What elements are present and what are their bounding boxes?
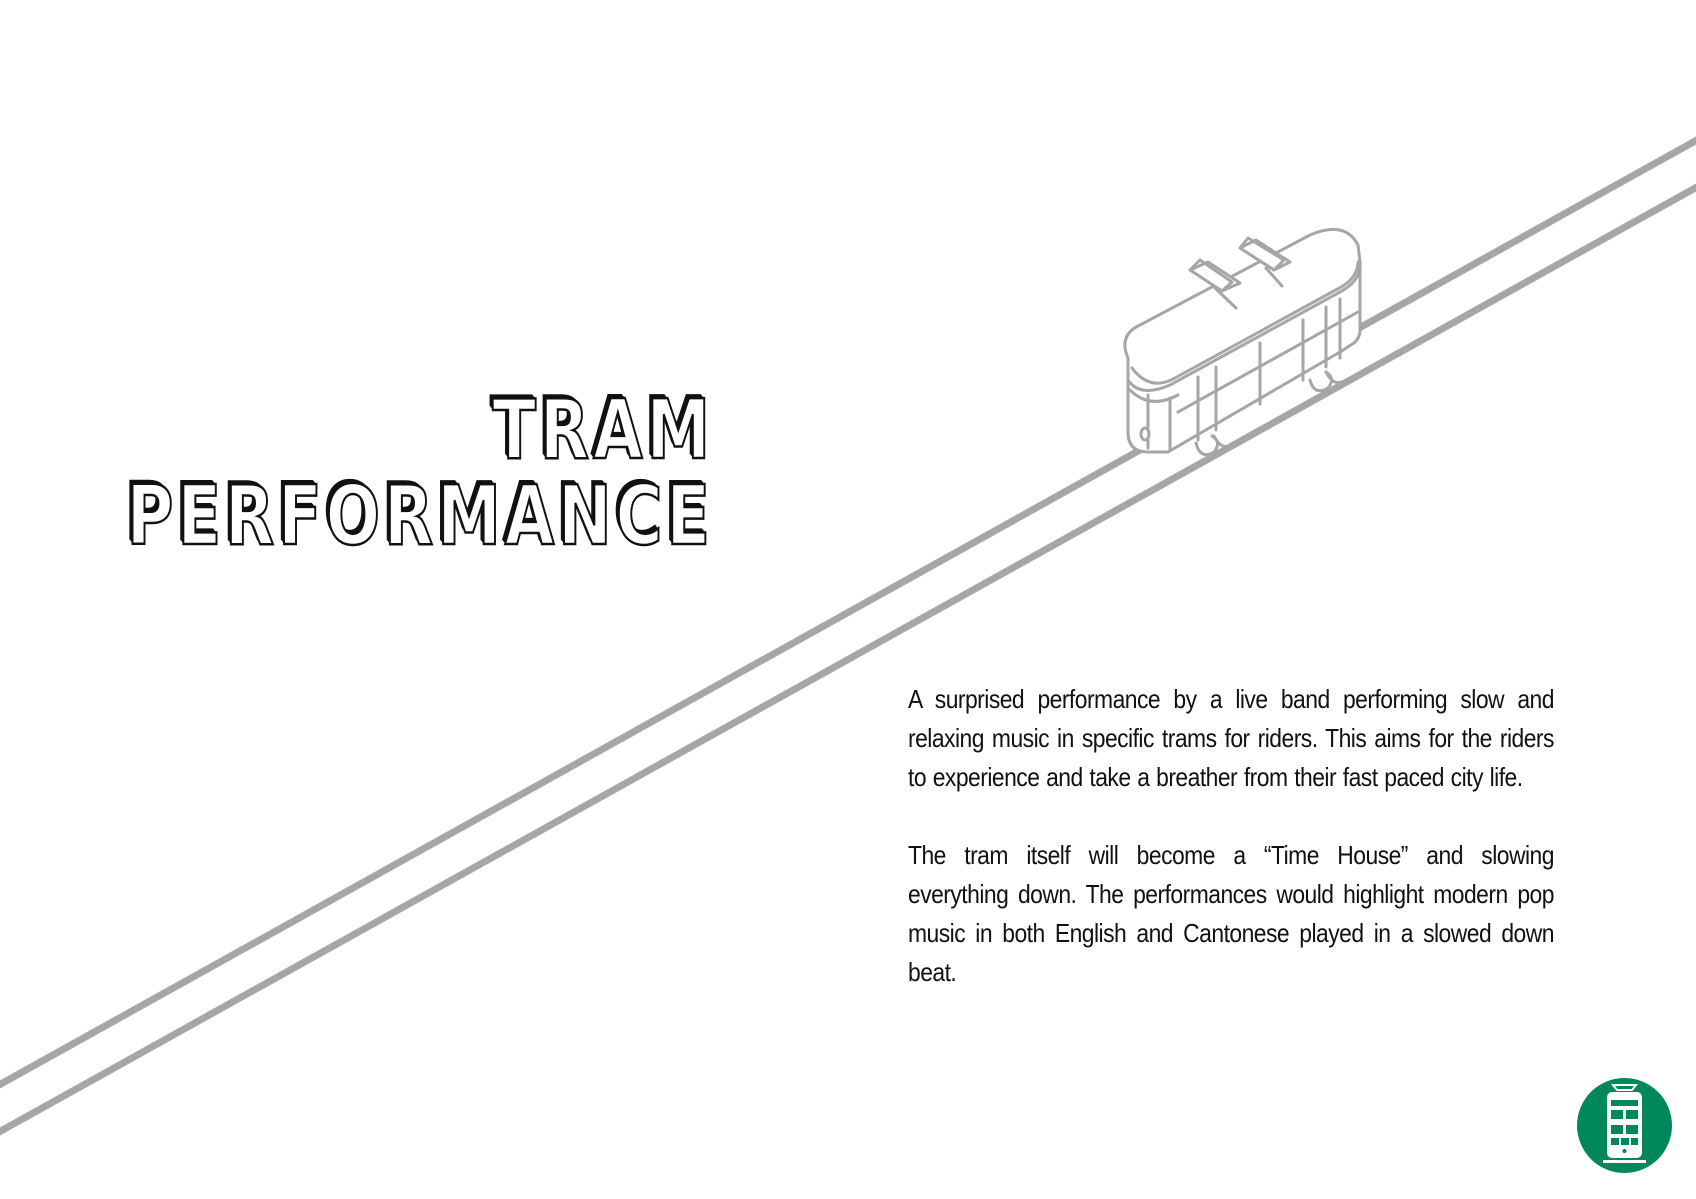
track-lower-rail: [0, 183, 1696, 1136]
track-upper-rail: [0, 136, 1696, 1089]
description-paragraph-2: The tram itself will become a “Time Hous…: [908, 840, 1554, 987]
tram-logo-icon: [1577, 1078, 1672, 1173]
tram-tracks: [0, 136, 1696, 1136]
description-text: A surprised performance by a live band p…: [908, 680, 1554, 1031]
title-line-1: TRAM: [491, 383, 714, 478]
page-title: TRAM PERFORMANCE: [126, 383, 714, 564]
tram-icon: [1123, 227, 1362, 456]
description-paragraph-1: A surprised performance by a live band p…: [908, 684, 1554, 792]
title-line-2: PERFORMANCE: [126, 469, 714, 564]
